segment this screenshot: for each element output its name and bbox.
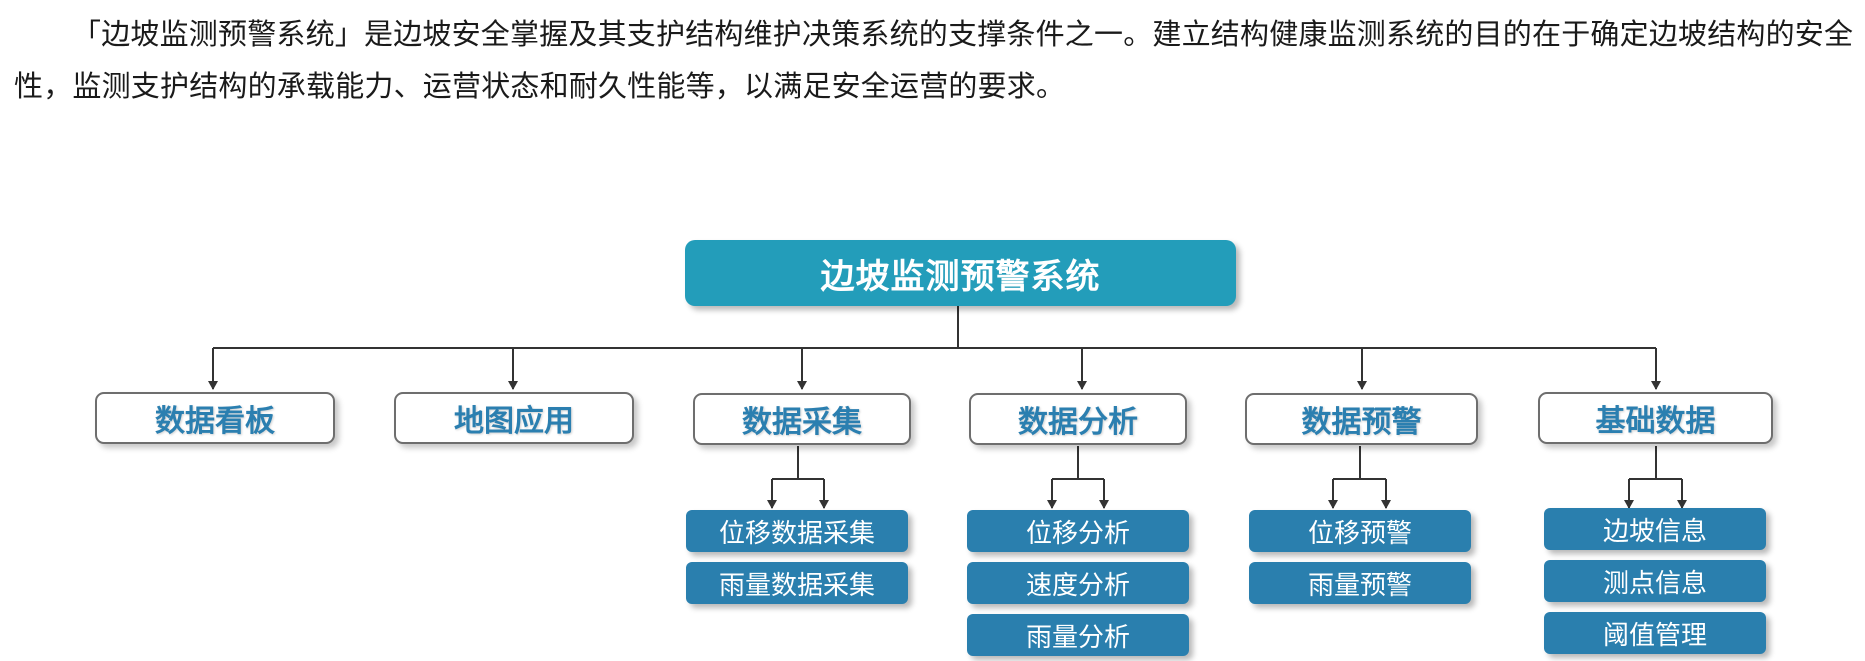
category-node-dashboard: 数据看板 <box>95 392 335 444</box>
leaf-node: 雨量数据采集 <box>686 562 908 604</box>
category-node-data-warning: 数据预警 <box>1245 393 1478 445</box>
leaf-node: 阈值管理 <box>1544 612 1766 654</box>
leaf-node: 边坡信息 <box>1544 508 1766 550</box>
leaf-node: 雨量分析 <box>967 614 1189 656</box>
leaf-node: 位移数据采集 <box>686 510 908 552</box>
category-node-data-collection: 数据采集 <box>693 393 911 445</box>
category-node-data-analysis: 数据分析 <box>969 393 1187 445</box>
leaf-node: 位移预警 <box>1249 510 1471 552</box>
category-node-base-data: 基础数据 <box>1538 392 1773 444</box>
leaf-node: 测点信息 <box>1544 560 1766 602</box>
root-node: 边坡监测预警系统 <box>685 240 1236 306</box>
leaf-node: 雨量预警 <box>1249 562 1471 604</box>
intro-paragraph: 「边坡监测预警系统」是边坡安全掌握及其支护结构维护决策系统的支撑条件之一。建立结… <box>14 17 1854 103</box>
leaf-node: 速度分析 <box>967 562 1189 604</box>
category-node-map: 地图应用 <box>394 392 634 444</box>
leaf-node: 位移分析 <box>967 510 1189 552</box>
